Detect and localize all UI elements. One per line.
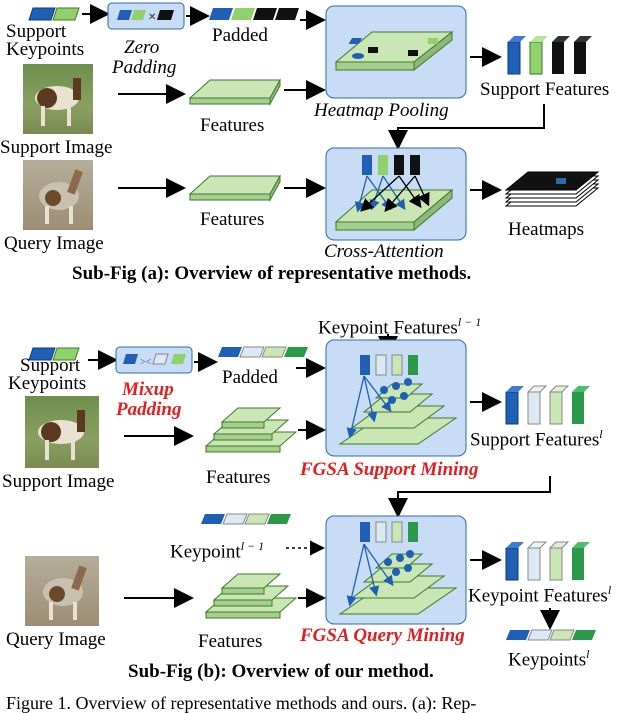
label-support-image-a: Support Image [0, 137, 113, 158]
support-image-a [23, 64, 93, 134]
svg-text:✕: ✕ [148, 12, 156, 23]
label-padded-b: Padded [222, 367, 278, 388]
support-keypoints-strip-a [28, 7, 80, 21]
horse-photo-icon [43, 565, 87, 620]
label-support-b: Support [20, 355, 81, 376]
support-image-b [25, 396, 99, 468]
label-features-a-bottom: Features [200, 209, 265, 230]
caption-sub-b: Sub-Fig (b): Overview of our method. [128, 661, 434, 682]
label-keypoints-out: Keypointsl [508, 647, 590, 671]
horse-photo-icon [39, 169, 83, 224]
label-keypoint-features-out: Keypoint Featuresl [468, 583, 612, 607]
label-keypoint-features-in: Keypoint Featuresl − 1 [318, 315, 482, 339]
label-fgsa-support: FGSA Support Mining [300, 459, 479, 480]
label-heatmap-pooling: Heatmap Pooling [314, 100, 449, 121]
query-image-a [23, 160, 93, 230]
figure-caption: Figure 1. Overview of representative met… [6, 693, 477, 713]
query-image-b [25, 556, 99, 626]
label-keypoints: Keypoints [6, 39, 85, 60]
label-fgsa-query: FGSA Query Mining [300, 625, 465, 646]
support-features-bars-a [507, 36, 592, 75]
support-features-bars-b [505, 385, 590, 425]
label-padded-a: Padded [212, 25, 268, 46]
label-mixup: Mixup [122, 379, 174, 400]
heatmaps-stack [504, 171, 600, 207]
horse-photo-icon [38, 410, 85, 460]
features-pyramid-b-top [204, 407, 298, 453]
label-zero: Zero [124, 37, 160, 58]
features-pyramid-b-bottom [204, 573, 298, 619]
label-features-a-top: Features [200, 115, 265, 136]
label-features-b-bottom: Features [198, 631, 263, 652]
svg-text:><: >< [140, 357, 152, 368]
label-features-b-top: Features [206, 467, 271, 488]
label-heatmaps: Heatmaps [508, 219, 584, 240]
label-padding-b: Padding [116, 399, 182, 420]
padded-strip-a [209, 8, 299, 20]
caption-sub-a: Sub-Fig (a): Overview of representative … [72, 263, 472, 284]
horse-photo-icon [35, 78, 81, 126]
label-support-features-a: Support Features [480, 79, 610, 100]
label-cross-attention: Cross-Attention [324, 241, 444, 262]
keypoint-features-bars-out [505, 541, 590, 581]
zero-padding-box [107, 2, 185, 30]
label-support-features-b: Support Featuresl [470, 427, 603, 451]
label-support-image-b: Support Image [2, 471, 115, 492]
label-query-image-a: Query Image [4, 233, 104, 254]
label-support: Support [6, 21, 67, 42]
label-keypoints-b: Keypoints [8, 373, 87, 394]
label-query-image-b: Query Image [6, 629, 106, 650]
label-padding: Padding [112, 57, 177, 78]
label-keypoint-in: Keypointl − 1 [170, 539, 265, 563]
